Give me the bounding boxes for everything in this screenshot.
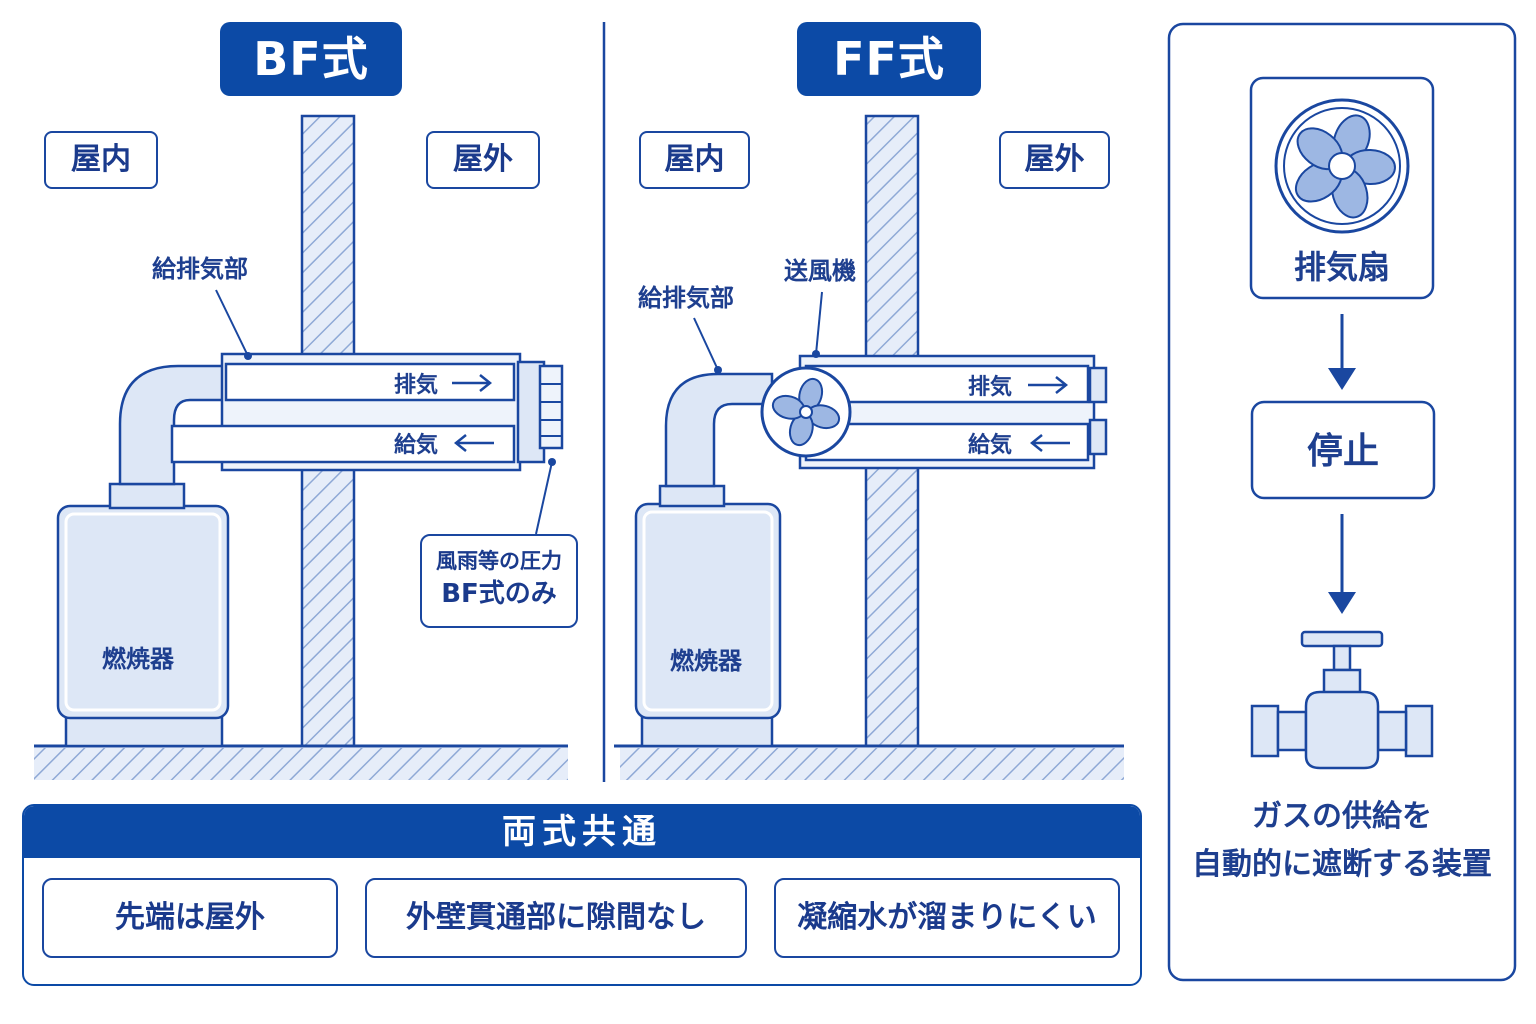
- common-item-no-gap: 外壁貫通部に隙間なし: [365, 878, 747, 958]
- safety-panel: 排気扇 停止 ガスの供給を 自動的に遮断する装置: [1167, 22, 1517, 982]
- common-item-tip-outdoor: 先端は屋外: [42, 878, 338, 958]
- ff-indoor-tag: 屋内: [639, 131, 750, 189]
- arrow-left-icon: [453, 434, 494, 452]
- fan-icon: [760, 366, 852, 458]
- ff-exhaust-label: 排気: [968, 374, 1012, 400]
- bf-note-line1: 風雨等の圧力: [436, 549, 562, 573]
- bf-burner-label: 燃焼器: [102, 645, 175, 673]
- bf-intake-label: 給気: [394, 432, 438, 458]
- ff-outdoor-tag: 屋外: [999, 131, 1110, 189]
- ff-title: FF式: [797, 22, 981, 96]
- arrow-down-icon: [1328, 314, 1356, 390]
- arrow-down-icon: [1328, 514, 1356, 614]
- shutoff-desc-line1: ガスの供給を: [1252, 799, 1432, 834]
- arrow-right-icon: [1028, 376, 1069, 394]
- ff-floor: [620, 748, 1124, 780]
- bf-diagram: 排気 給気 給排気部 燃焼器: [34, 114, 568, 780]
- bf-burner-unit: [56, 482, 230, 748]
- common-requirements-panel: 両式共通 先端は屋外 外壁貫通部に隙間なし 凝縮水が溜まりにくい: [22, 804, 1142, 986]
- ff-diagram: 排気 給気 給排気部 送風機 燃焼器: [614, 114, 1124, 780]
- ff-burner-unit: [634, 484, 782, 748]
- gas-valve-icon: [1250, 630, 1434, 770]
- arrow-left-icon: [1029, 434, 1070, 452]
- exhaust-fan-label: 排気扇: [1294, 248, 1390, 286]
- ff-burner-label: 燃焼器: [670, 647, 743, 675]
- shutoff-desc-line2: 自動的に遮断する装置: [1192, 847, 1492, 882]
- stop-card: [1250, 400, 1436, 500]
- bf-indoor-tag: 屋内: [44, 131, 158, 189]
- bf-vent-pipe: [118, 352, 564, 486]
- ff-blower-label: 送風機: [784, 257, 856, 285]
- bf-floor: [34, 748, 568, 780]
- ff-vent-part-label: 給排気部: [638, 284, 734, 312]
- common-heading: 両式共通: [24, 806, 1140, 858]
- stop-label: 停止: [1307, 431, 1379, 472]
- bf-title: BF式: [220, 22, 402, 96]
- ff-intake-label: 給気: [968, 432, 1012, 458]
- bf-note-line2: BF式のみ: [441, 579, 557, 609]
- common-item-condensate: 凝縮水が溜まりにくい: [774, 878, 1120, 958]
- ff-vent-pipe: [664, 354, 1108, 488]
- bf-exhaust-label: 排気: [394, 372, 438, 398]
- bf-only-note: 風雨等の圧力 BF式のみ: [420, 534, 578, 628]
- arrow-right-icon: [452, 374, 493, 392]
- bf-vent-part-label: 給排気部: [152, 255, 248, 283]
- bf-outdoor-tag: 屋外: [426, 131, 540, 189]
- fan-icon: [1274, 98, 1410, 234]
